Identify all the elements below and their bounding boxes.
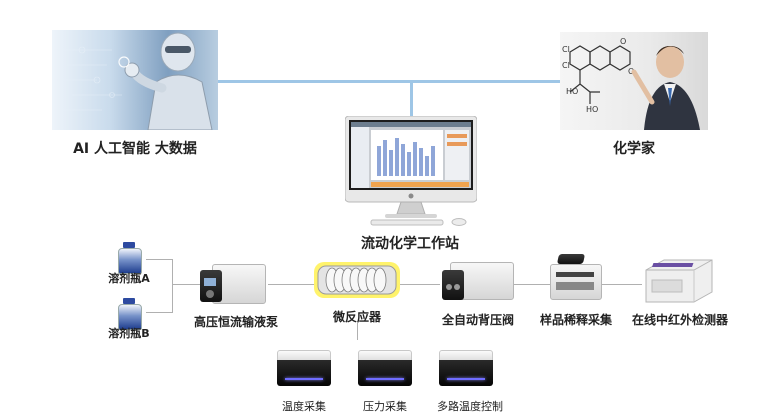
pressure-module-icon [358, 350, 412, 386]
multi-temp-module-icon [439, 350, 493, 386]
solvent-bottle-b-icon [117, 298, 142, 330]
svg-text:O: O [620, 37, 626, 46]
temp-module-icon [277, 350, 331, 386]
back-pressure-valve-icon [440, 262, 514, 304]
sampler-to-detector-line [602, 284, 642, 285]
svg-text:HO: HO [586, 105, 598, 114]
reactor-to-valve-line [400, 284, 440, 285]
pump-to-reactor-line [268, 284, 314, 285]
solvent-bottle-a-icon [117, 242, 142, 274]
workstation-label: 流动化学工作站 [361, 236, 459, 252]
svg-text:Cl: Cl [562, 61, 570, 70]
ir-detector-icon [642, 256, 714, 306]
microreactor-icon [314, 262, 400, 298]
pump-label: 高压恒流输液泵 [193, 315, 278, 329]
solvent-a-label: 溶剂瓶A [108, 272, 150, 285]
bottle-a-line [146, 259, 172, 260]
top-connector-line [218, 80, 563, 83]
chemist-label: 化学家 [613, 141, 655, 157]
reactor-to-modules-line [357, 322, 358, 340]
valve-to-sampler-line [514, 284, 550, 285]
center-connector-line [410, 80, 413, 116]
ir-detector-label: 在线中红外检测器 [631, 313, 728, 327]
bottle-b-line [146, 312, 172, 313]
solvent-b-label: 溶剂瓶B [108, 327, 150, 340]
temp-label: 温度采集 [282, 400, 326, 413]
robot-ai-photo [52, 30, 218, 130]
hplc-pump-icon [200, 264, 266, 304]
pressure-label: 压力采集 [363, 400, 407, 413]
svg-text:HO: HO [566, 87, 578, 96]
sampler-label: 样品稀释采集 [539, 313, 612, 327]
ai-bigdata-label: AI 人工智能 大数据 [73, 141, 197, 157]
sampler-icon [550, 254, 602, 300]
reactor-label: 微反应器 [332, 310, 381, 324]
bottle-to-pump-line [172, 284, 202, 285]
multi-temp-label: 多路温度控制 [437, 400, 503, 413]
imac-computer-icon [344, 115, 478, 228]
valve-label: 全自动背压阀 [441, 313, 514, 327]
svg-text:O: O [628, 67, 634, 76]
bottle-bracket-line [172, 259, 173, 313]
svg-text:Cl: Cl [562, 45, 570, 54]
robot-icon [57, 32, 213, 130]
